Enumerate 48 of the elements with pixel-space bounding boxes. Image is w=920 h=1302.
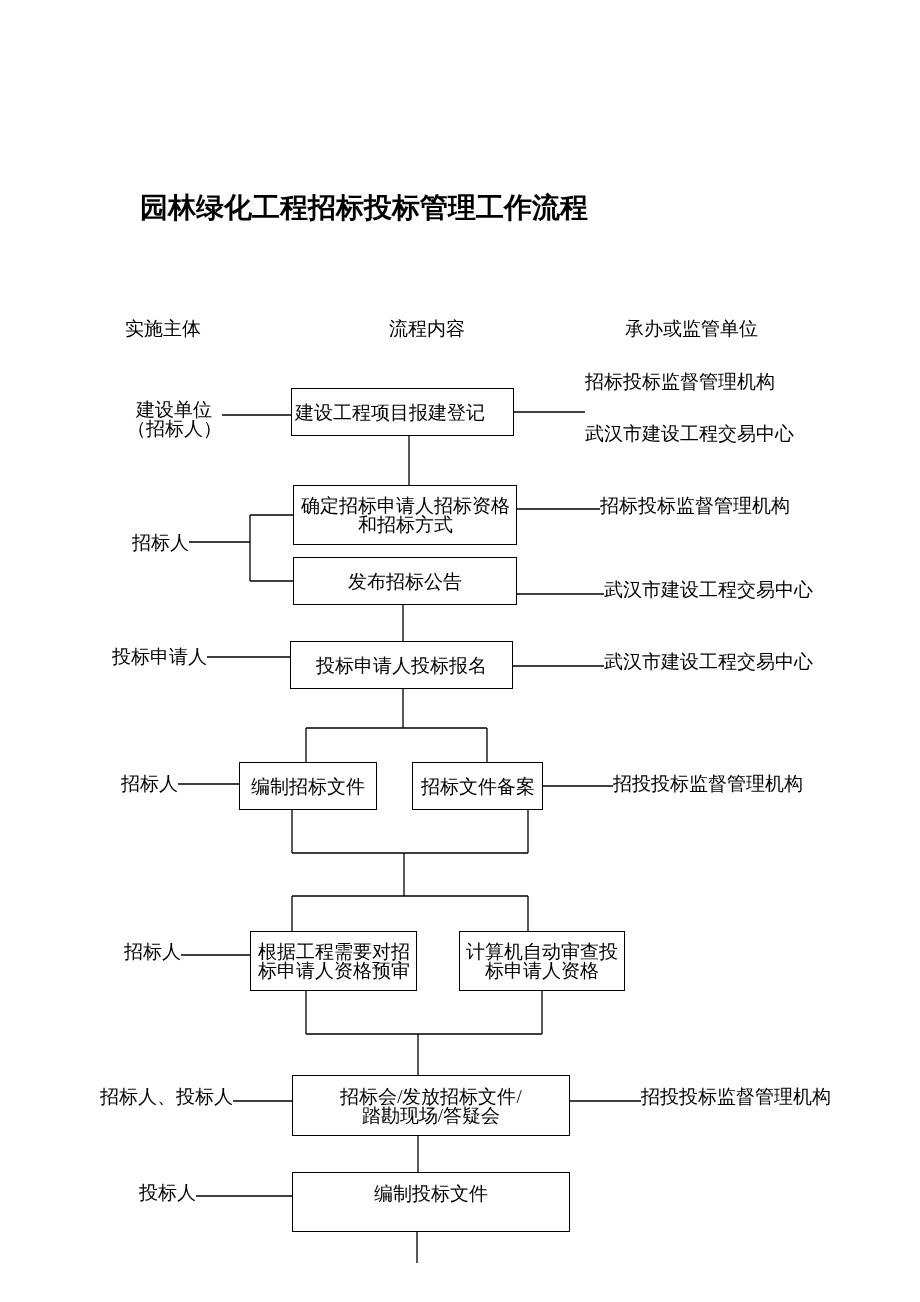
actor-label: 招标人、投标人 bbox=[100, 1086, 233, 1106]
agency-label: 招投投标监督管理机构 bbox=[641, 1086, 831, 1106]
agency-label: 招投投标监督管理机构 bbox=[613, 773, 803, 793]
connector-line bbox=[180, 954, 251, 956]
connector-line bbox=[416, 1231, 418, 1264]
connector-line bbox=[516, 593, 605, 595]
connector-line bbox=[513, 411, 586, 413]
connector-line bbox=[402, 604, 404, 642]
connector-line bbox=[417, 1135, 419, 1173]
agency-label: 武汉市建设工程交易中心 bbox=[604, 579, 813, 599]
connector-line bbox=[232, 1100, 293, 1102]
connector-line bbox=[188, 514, 294, 582]
agency-label: 招标投标监督管理机构 bbox=[600, 495, 790, 515]
actor-label: 招标人 bbox=[132, 532, 189, 552]
actor-label: 投标人 bbox=[139, 1182, 196, 1202]
process-box: 计算机自动审查投标申请人资格 bbox=[459, 931, 625, 991]
agency-label: 武汉市建设工程交易中心 bbox=[585, 423, 794, 443]
connector-line bbox=[516, 508, 601, 510]
actor-label: 建设单位（招标人） bbox=[126, 399, 222, 438]
connector-line bbox=[512, 665, 605, 667]
connector-line bbox=[206, 656, 291, 658]
agency-label: 招标投标监督管理机构 bbox=[585, 372, 776, 391]
connector-line bbox=[291, 809, 529, 932]
actor-label: 招标人 bbox=[121, 773, 178, 793]
column-header: 承办或监管单位 bbox=[625, 318, 758, 338]
process-box: 建设工程项目报建登记 bbox=[291, 388, 514, 436]
connector-line bbox=[177, 783, 240, 785]
column-header: 流程内容 bbox=[389, 318, 465, 338]
process-box: 编制投标文件 bbox=[292, 1172, 570, 1232]
process-box: 招标会/发放招标文件/踏勘现场/答疑会 bbox=[292, 1075, 570, 1136]
process-box: 投标申请人投标报名 bbox=[290, 641, 513, 689]
process-box: 编制招标文件 bbox=[239, 762, 377, 810]
agency-label: 武汉市建设工程交易中心 bbox=[604, 651, 813, 671]
connector-line bbox=[542, 785, 614, 787]
connector-line bbox=[195, 1195, 293, 1197]
title: 园林绿化工程招标投标管理工作流程 bbox=[140, 193, 588, 223]
process-box: 发布招标公告 bbox=[293, 557, 517, 605]
connector-line bbox=[305, 990, 543, 1076]
connector-line bbox=[221, 414, 292, 416]
actor-label: 投标申请人 bbox=[112, 646, 207, 666]
column-header: 实施主体 bbox=[125, 318, 201, 338]
connector-line bbox=[305, 688, 488, 763]
process-box: 根据工程需要对招标申请人资格预审 bbox=[250, 931, 417, 991]
actor-label: 招标人 bbox=[124, 941, 181, 961]
process-box: 招标文件备案 bbox=[412, 762, 543, 810]
process-box: 确定招标申请人招标资格和招标方式 bbox=[293, 485, 517, 545]
connector-line bbox=[569, 1100, 642, 1102]
connector-line bbox=[408, 435, 410, 486]
